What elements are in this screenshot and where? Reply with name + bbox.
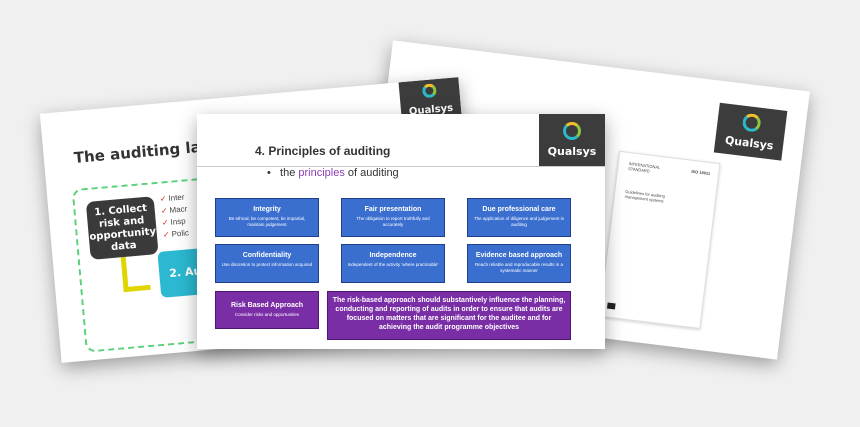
slide-title: 4. Principles of auditing bbox=[255, 144, 391, 158]
iso-document-thumbnail: INTERNATIONAL STANDARD ISO 19011 Guideli… bbox=[598, 150, 721, 329]
qualsys-logo: Qualsys bbox=[713, 102, 788, 161]
bullet-line: • the principles of auditing bbox=[267, 167, 399, 179]
qualsys-logo: Qualsys bbox=[539, 114, 605, 166]
qualsys-q-icon bbox=[741, 112, 762, 133]
doc-number: ISO 19011 bbox=[691, 168, 711, 177]
iso-logo-icon bbox=[606, 302, 616, 310]
slide-principles-of-auditing: Qualsys 4. Principles of auditing • the … bbox=[197, 114, 605, 349]
check-icon: ✓ bbox=[161, 217, 169, 228]
list-item: ✓Polic bbox=[162, 228, 190, 240]
step-collect-data: 1. Collect risk and opportunity data bbox=[85, 196, 159, 260]
logo-text: Qualsys bbox=[547, 145, 597, 158]
doc-header: INTERNATIONAL STANDARD bbox=[627, 161, 661, 174]
arrow-icon bbox=[120, 254, 151, 293]
check-icon: ✓ bbox=[160, 206, 168, 216]
check-icon: ✓ bbox=[159, 194, 167, 204]
slide-header bbox=[197, 114, 605, 167]
check-icon: ✓ bbox=[162, 229, 171, 240]
qualsys-q-icon bbox=[563, 122, 581, 140]
risk-based-statement: The risk-based approach should substanti… bbox=[327, 291, 571, 340]
qualsys-q-icon bbox=[421, 83, 437, 99]
logo-text: Qualsys bbox=[724, 133, 775, 153]
checklist: ✓Inter ✓Macr ✓Insp ✓Polic bbox=[159, 191, 190, 241]
doc-title: Guidelines for auditing management syste… bbox=[624, 188, 666, 204]
